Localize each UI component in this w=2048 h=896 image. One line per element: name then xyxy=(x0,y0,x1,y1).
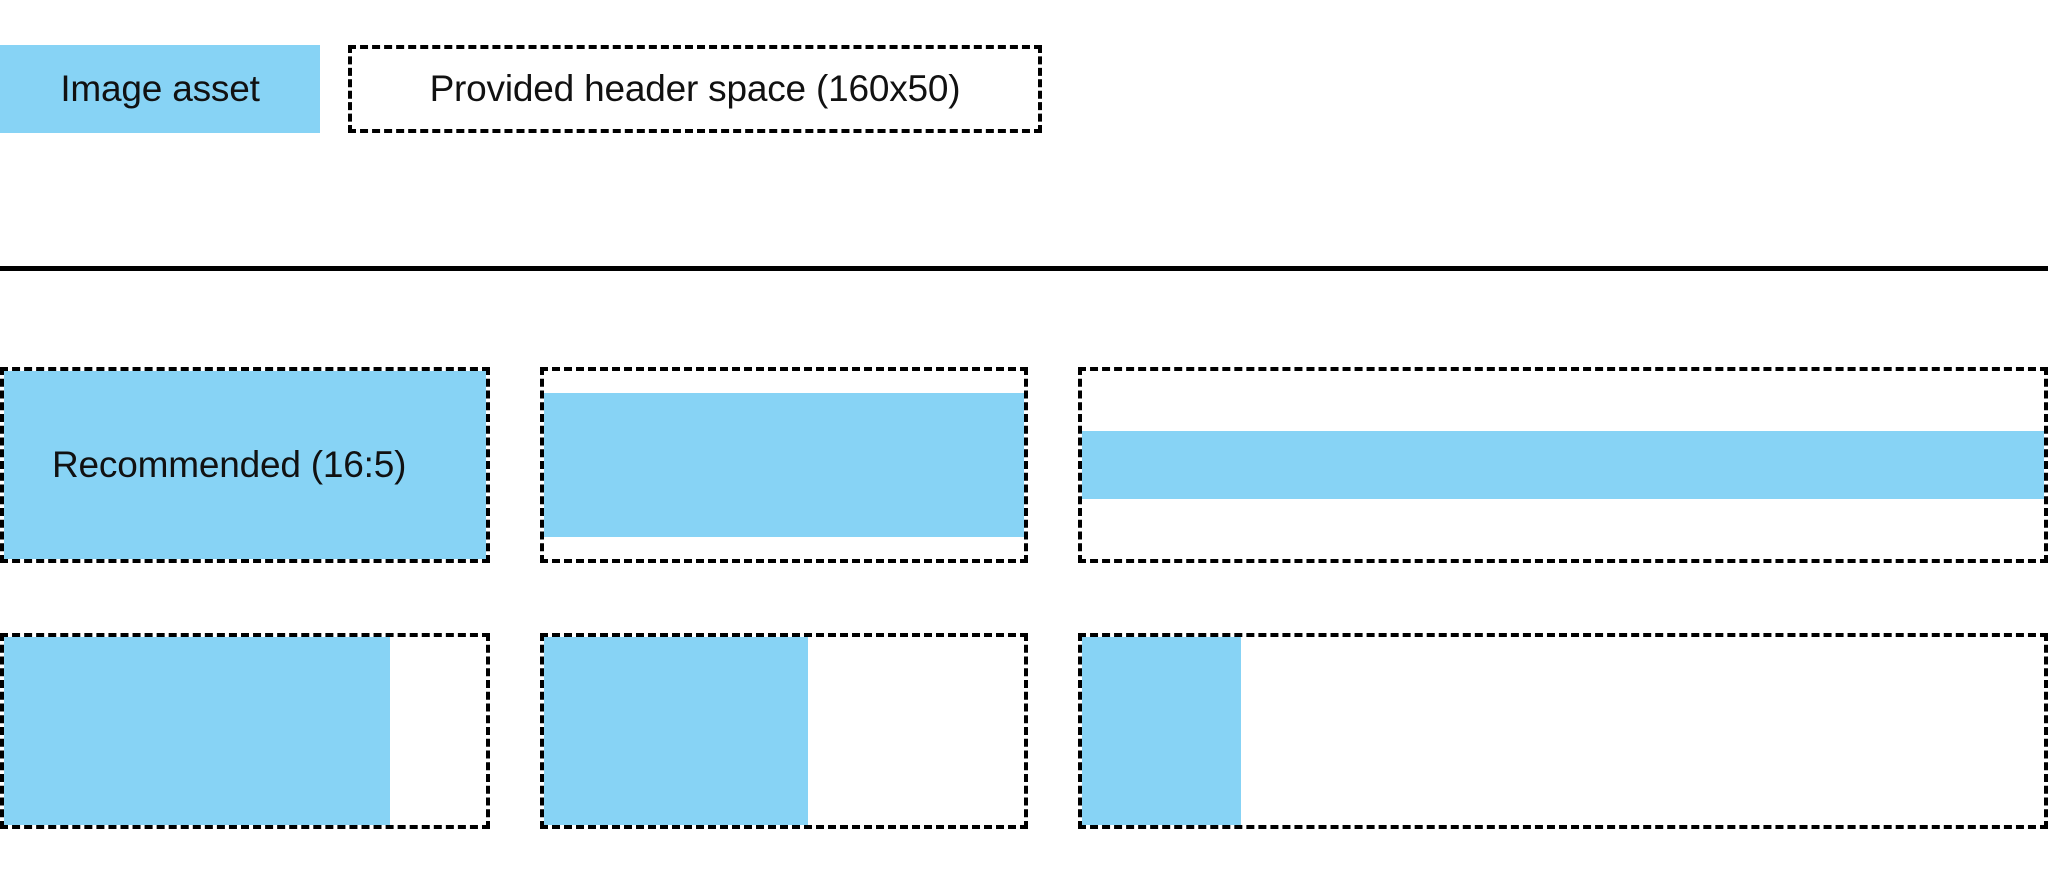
recommended-ratio-fill xyxy=(4,371,486,559)
inset-vertical-fill xyxy=(544,393,1024,537)
thin-band-fill xyxy=(1082,431,2044,499)
image-asset-swatch: Image asset xyxy=(0,45,320,133)
medium-left-fill-box xyxy=(540,633,1028,829)
recommended-ratio-box: Recommended (16:5) xyxy=(0,367,490,563)
image-asset-label: Image asset xyxy=(60,68,260,109)
wide-left-fill xyxy=(4,637,390,825)
inset-vertical-box xyxy=(540,367,1028,563)
narrow-left-fill xyxy=(1082,637,1241,825)
medium-left-fill xyxy=(544,637,808,825)
provided-header-space-box: Provided header space (160x50) xyxy=(348,45,1042,133)
wide-left-fill-box xyxy=(0,633,490,829)
provided-header-space-label: Provided header space (160x50) xyxy=(429,68,961,109)
thin-band-box xyxy=(1078,367,2048,563)
narrow-left-fill-box xyxy=(1078,633,2048,829)
section-divider xyxy=(0,266,2048,271)
